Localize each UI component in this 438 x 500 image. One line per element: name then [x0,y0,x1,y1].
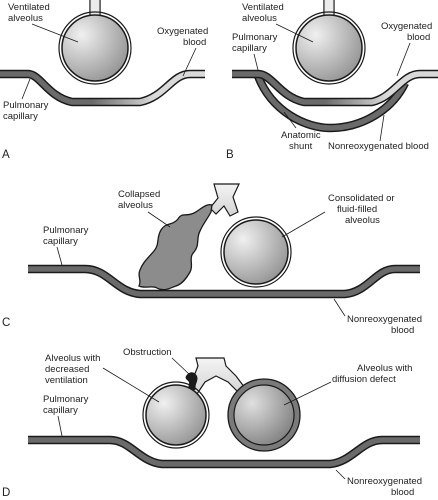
label-pulmonary-capillary: Pulmonary capillary [43,225,89,247]
obstruction [185,372,198,391]
consolidated-alveolus [223,219,289,285]
label-obstruction: Obstruction [123,347,172,358]
label-nonreoxygenated-blood: Nonreoxygenated blood [347,314,422,336]
label-consolidated-alveolus: Consolidated or fluid-filled alveolus [328,193,395,226]
svg-text:diffusion defect: diffusion defect [332,374,396,385]
airway-lumen [324,0,334,18]
collapsed-alveolus [138,204,213,291]
svg-text:fluid-filled: fluid-filled [337,204,377,215]
leader-line [379,114,385,142]
svg-text:Ventilated: Ventilated [242,2,284,13]
airway-lumen [90,0,100,18]
svg-text:blood: blood [391,487,414,498]
label-diffusion-defect: Alveolus with diffusion defect [332,363,412,385]
leader-line [281,211,326,238]
leader-line [182,47,197,77]
panel-b: Ventilated alveolus Oxygenated blood Pul… [226,0,438,161]
leader-line [283,111,297,129]
label-pulmonary-capillary: Pulmonary capillary [43,394,89,416]
label-nonreoxygenated-blood: Nonreoxygenated blood [347,476,422,498]
leader-line [56,246,63,266]
airway-duct [209,183,240,217]
leader-line [396,42,411,77]
pulmonary-capillary [28,435,420,469]
svg-text:blood: blood [391,325,414,336]
svg-text:Obstruction: Obstruction [123,347,172,358]
svg-text:Anatomic: Anatomic [281,130,321,141]
svg-text:blood: blood [183,37,206,48]
svg-text:Oxygenated: Oxygenated [157,26,208,37]
svg-text:blood: blood [407,32,430,43]
label-ventilated-alveolus: Ventilated alveolus [242,2,284,24]
panel-letter-d: D [2,487,10,499]
svg-text:alveolus: alveolus [242,13,277,24]
leader-line [31,23,79,43]
svg-text:Nonreoxygenated: Nonreoxygenated [347,476,422,487]
leader-line [283,381,332,406]
svg-text:Pulmonary: Pulmonary [3,100,49,111]
leader-line [102,367,160,403]
svg-text:Oxygenated: Oxygenated [381,21,432,32]
label-anatomic-shunt: Anatomic shunt [281,130,321,152]
airway-duct [89,0,101,17]
decreased-ventilation-alveolus [145,384,207,446]
leader-line [147,211,171,228]
svg-text:capillary: capillary [43,405,78,416]
svg-text:decreased: decreased [45,364,89,375]
svg-text:ventilation: ventilation [45,375,88,386]
ventilated-alveolus [295,14,363,82]
svg-text:capillary: capillary [43,236,78,247]
svg-text:Ventilated: Ventilated [8,2,50,13]
leader-line [275,23,314,43]
airway-duct [323,0,335,17]
svg-text:capillary: capillary [232,43,267,54]
svg-text:Nonreoxygenated blood: Nonreoxygenated blood [328,141,429,152]
label-decreased-ventilation: Alveolus with decreased ventilation [45,353,100,386]
leader-line [57,415,63,437]
label-collapsed-alveolus: Collapsed alveolus [118,189,160,211]
svg-text:shunt: shunt [289,141,313,152]
label-pulmonary-capillary: Pulmonary capillary [232,32,278,54]
svg-text:Collapsed: Collapsed [118,189,160,200]
label-oxygenated-blood: Oxygenated blood [381,21,432,43]
ventilated-alveolus [61,14,129,82]
svg-text:alveolus: alveolus [8,13,43,24]
svg-text:Alveolus with: Alveolus with [45,353,100,364]
svg-text:alveolus: alveolus [118,200,153,211]
leader-line [21,78,31,100]
svg-text:Alveolus with: Alveolus with [357,363,412,374]
label-ventilated-alveolus: Ventilated alveolus [8,2,50,24]
label-oxygenated-blood: Oxygenated blood [157,26,208,48]
svg-text:alveolus: alveolus [345,215,380,226]
panel-a: Ventilated alveolus Oxygenated blood Pul… [0,0,208,161]
label-nonreoxygenated-blood: Nonreoxygenated blood [328,141,429,152]
panel-letter-c: C [2,317,10,329]
panel-letter-b: B [226,149,234,161]
leader-line [333,298,346,317]
svg-text:Nonreoxygenated: Nonreoxygenated [347,314,422,325]
leader-line [335,469,346,480]
svg-text:Pulmonary: Pulmonary [232,32,278,43]
label-pulmonary-capillary: Pulmonary capillary [3,100,49,122]
svg-text:Pulmonary: Pulmonary [43,394,89,405]
leader-line [253,53,259,71]
leader-line [171,357,190,375]
svg-text:Pulmonary: Pulmonary [43,225,89,236]
panel-letter-a: A [2,149,10,161]
svg-text:capillary: capillary [3,111,38,122]
svg-text:Consolidated or: Consolidated or [328,193,395,204]
panel-c: Collapsed alveolus Consolidated or fluid… [2,183,422,336]
panel-d: Alveolus with decreased ventilation Obst… [2,347,422,499]
